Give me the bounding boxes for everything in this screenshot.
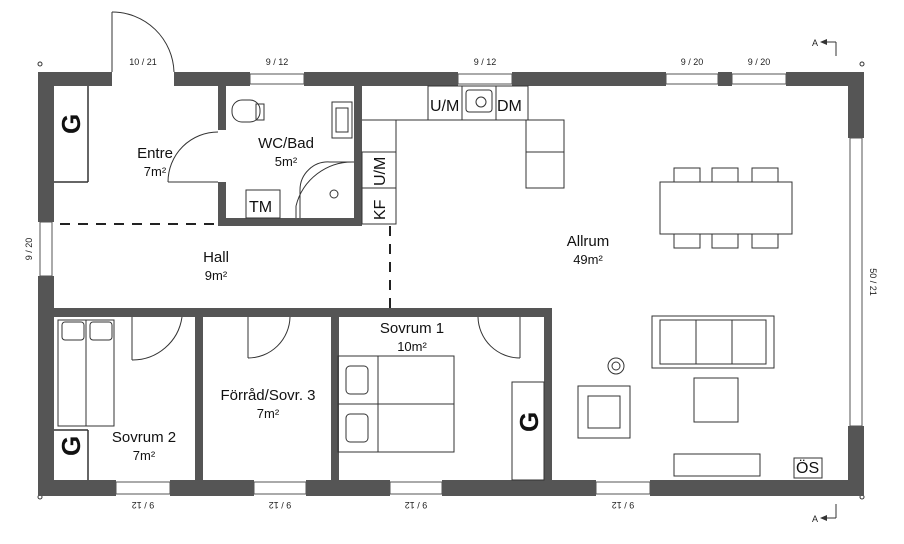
room-sovrum2-area: 7m² [133,448,156,463]
room-forrad-name: Förråd/Sovr. 3 [220,387,315,404]
fixture-g-sovrum2: G [56,436,86,456]
section-label-top: A [812,38,818,48]
window-labels: 10 / 21 9 / 12 9 / 12 9 / 20 9 / 20 9 / … [24,57,878,510]
window-label-top-right-1: 9 / 20 [681,57,704,67]
fixture-g-entre: G [56,114,86,134]
doors [111,11,521,361]
window-label-door-entre: 10 / 21 [129,57,157,67]
fixture-kf: KF [372,199,389,220]
section-marker-bottom: A [812,504,837,524]
fixture-um-side: U/M [372,157,389,186]
room-forrad-area: 7m² [257,406,280,421]
room-entre-area: 7m² [144,164,167,179]
outer-walls [38,72,864,496]
fixture-g-sovrum1: G [514,412,544,432]
window-label-right-allrum: 50 / 21 [868,268,878,296]
room-hall-name: Hall [203,249,229,266]
room-wcbad-name: WC/Bad [258,135,314,152]
room-allrum-name: Allrum [567,233,610,250]
window-label-left-hall: 9 / 20 [24,238,34,261]
fixture-dm: DM [497,98,522,115]
window-label-bottom-1: 9 / 12 [132,500,155,510]
thin-lines [54,86,89,480]
window-label-top-right-2: 9 / 20 [748,57,771,67]
room-sovrum1-area: 10m² [397,339,427,354]
room-wcbad-area: 5m² [275,154,298,169]
room-sovrum1-name: Sovrum 1 [380,320,444,337]
bedroom2-furniture [57,319,115,427]
room-sovrum2-name: Sovrum 2 [112,429,176,446]
fixture-tm: TM [249,199,272,216]
hall-dashed-lines [60,223,391,308]
room-entre-name: Entre [137,145,173,162]
kitchen [361,85,565,225]
sofa [577,315,823,479]
fixture-os: ÖS [796,459,819,477]
interior-walls [54,86,552,480]
bedroom1-furniture [337,355,545,481]
bathroom-fixtures [231,99,354,219]
window-label-top-kitchen: 9 / 12 [474,57,497,67]
room-hall-area: 9m² [205,268,228,283]
window-label-bottom-4: 9 / 12 [612,500,635,510]
window-label-top-wc: 9 / 12 [266,57,289,67]
section-marker-top: A [812,38,837,56]
window-frames [39,73,863,495]
dining-table [659,167,793,249]
section-label-bottom: A [812,514,818,524]
room-allrum-area: 49m² [573,252,603,267]
corner-markers [37,61,865,500]
window-label-bottom-2: 9 / 12 [269,500,292,510]
room-labels: Entre 7m² WC/Bad 5m² Hall 9m² Allrum 49m… [112,135,609,463]
fixture-um-top: U/M [430,98,459,115]
window-label-bottom-3: 9 / 12 [405,500,428,510]
fixture-labels: U/M DM U/M KF TM ÖS G G G [56,98,819,477]
